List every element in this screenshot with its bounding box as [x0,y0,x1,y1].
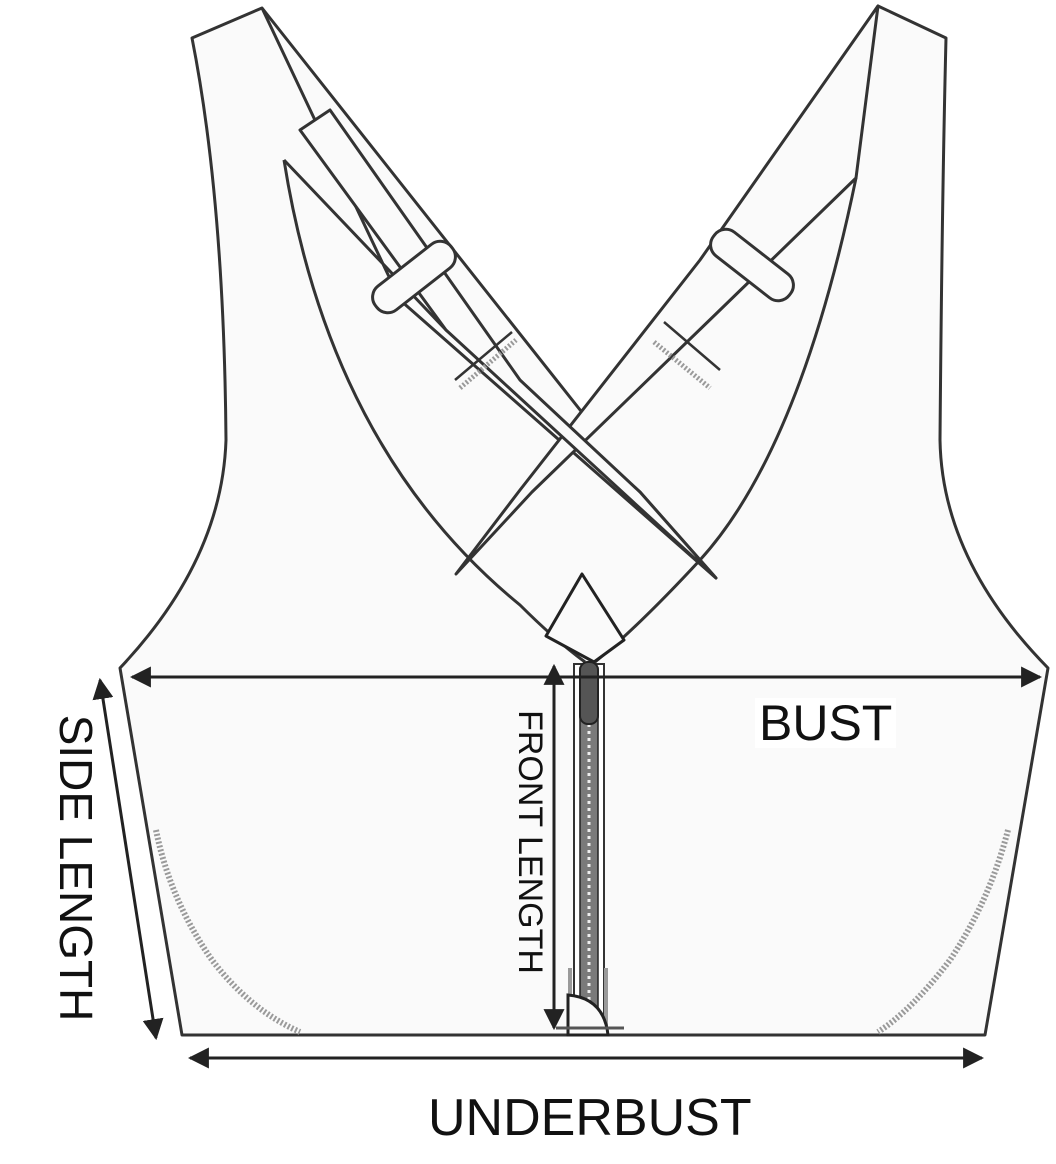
zipper-bottom-stop [566,993,610,1037]
right-cup-neckline [594,177,858,664]
strap-right-to-left [454,4,880,576]
right-side-stitch [876,829,1011,1035]
right-strap-adjuster [709,227,795,303]
side-length-label: SIDE LENGTH [50,714,102,1022]
right-strap-seam [663,321,721,371]
left-strap-stitch [458,338,518,390]
side-length-arrow [92,677,164,1041]
left-strap-adjuster [371,239,457,315]
left-side-stitch [153,829,302,1035]
right-strap-stitch [652,340,712,390]
front-length-label: FRONT LENGTH [511,710,549,974]
bust-label: BUST [755,698,897,748]
left-strap-seam [454,331,513,381]
underbust-label: UNDERBUST [428,1089,752,1147]
center-gusset [544,572,626,664]
bra-body-outline [118,4,1050,1037]
strap-left-to-right-top [298,108,718,580]
front-zipper [568,661,608,1029]
